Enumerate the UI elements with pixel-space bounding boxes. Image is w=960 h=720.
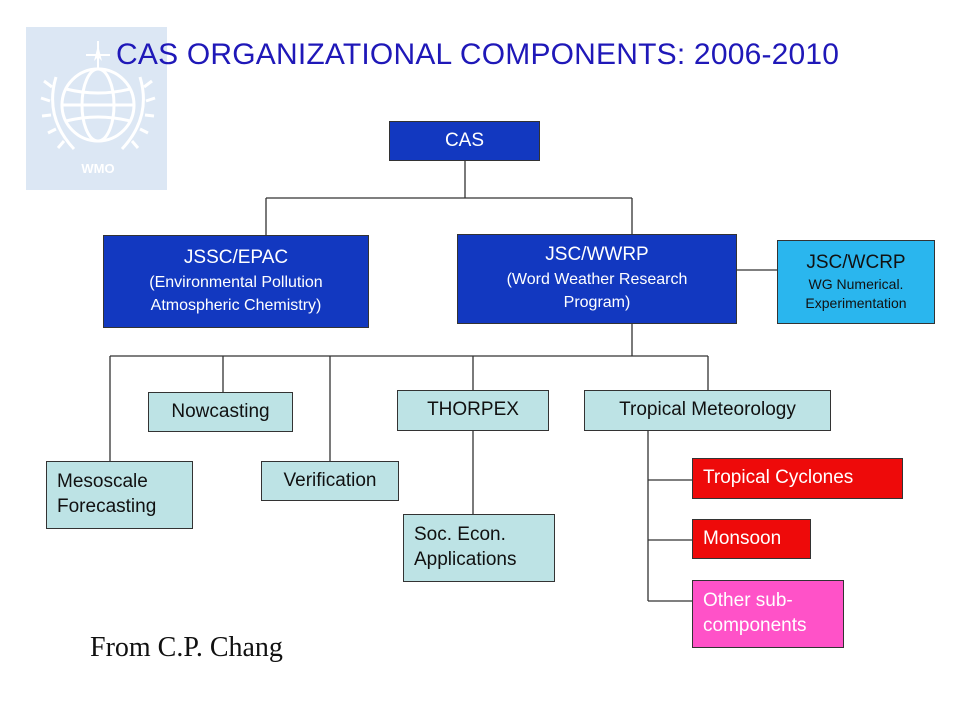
tropical-cyclones-box[interactable]: Tropical Cyclones: [692, 458, 903, 499]
jsc-wwrp-box[interactable]: JSC/WWRP (Word Weather Research Program): [457, 234, 737, 324]
other-line2: components: [703, 615, 807, 636]
credit-text: From C.P. Chang: [90, 632, 283, 663]
mesoscale-line1: Mesoscale: [57, 471, 148, 493]
monsoon-box[interactable]: Monsoon: [692, 519, 811, 559]
jsc-wwrp-label: JSC/WWRP: [545, 244, 649, 266]
monsoon-label: Monsoon: [703, 527, 782, 549]
other-subcomponents-box[interactable]: Other sub- components: [692, 580, 844, 648]
page-title: CAS ORGANIZATIONAL COMPONENTS: 2006-2010: [116, 38, 840, 71]
soc-econ-applications-box[interactable]: Soc. Econ. Applications: [403, 514, 555, 582]
verification-box[interactable]: Verification: [261, 461, 399, 501]
wmo-emblem-icon: WMO: [40, 41, 156, 176]
thorpex-box[interactable]: THORPEX: [397, 390, 549, 431]
nowcasting-label: Nowcasting: [171, 400, 270, 422]
soc-econ-line2: Applications: [414, 549, 517, 570]
jssc-epac-box[interactable]: JSSC/EPAC (Environmental Pollution Atmos…: [103, 235, 369, 328]
jsc-wcrp-desc-line1: WG Numerical.: [808, 276, 904, 293]
jsc-wwrp-desc-line1: (Word Weather Research: [506, 271, 688, 289]
jsc-wcrp-desc-line2: Experimentation: [805, 295, 907, 312]
nowcasting-box[interactable]: Nowcasting: [148, 392, 293, 432]
jsc-wwrp-desc-line2: Program): [563, 294, 631, 312]
mesoscale-forecasting-box[interactable]: Mesoscale Forecasting: [46, 461, 193, 529]
wmo-logo-text: WMO: [81, 161, 114, 176]
other-line1: Other sub-: [703, 590, 793, 612]
soc-econ-line1: Soc. Econ.: [414, 524, 506, 546]
wmo-logo: WMO: [26, 27, 167, 190]
jssc-epac-desc-line1: (Environmental Pollution: [149, 273, 323, 291]
tropical-meteorology-box[interactable]: Tropical Meteorology: [584, 390, 831, 431]
tropical-cyclones-label: Tropical Cyclones: [703, 467, 854, 489]
jsc-wcrp-label: JSC/WCRP: [806, 251, 906, 273]
jsc-wcrp-box[interactable]: JSC/WCRP WG Numerical. Experimentation: [777, 240, 935, 324]
cas-box[interactable]: CAS: [389, 121, 540, 161]
jssc-epac-desc-line2: Atmospheric Chemistry): [150, 296, 322, 314]
cas-label: CAS: [444, 129, 485, 151]
tropical-meteorology-label: Tropical Meteorology: [619, 399, 796, 421]
mesoscale-line2: Forecasting: [57, 496, 157, 517]
thorpex-label: THORPEX: [427, 399, 519, 421]
verification-label: Verification: [283, 469, 377, 491]
jssc-epac-label: JSSC/EPAC: [183, 246, 289, 268]
